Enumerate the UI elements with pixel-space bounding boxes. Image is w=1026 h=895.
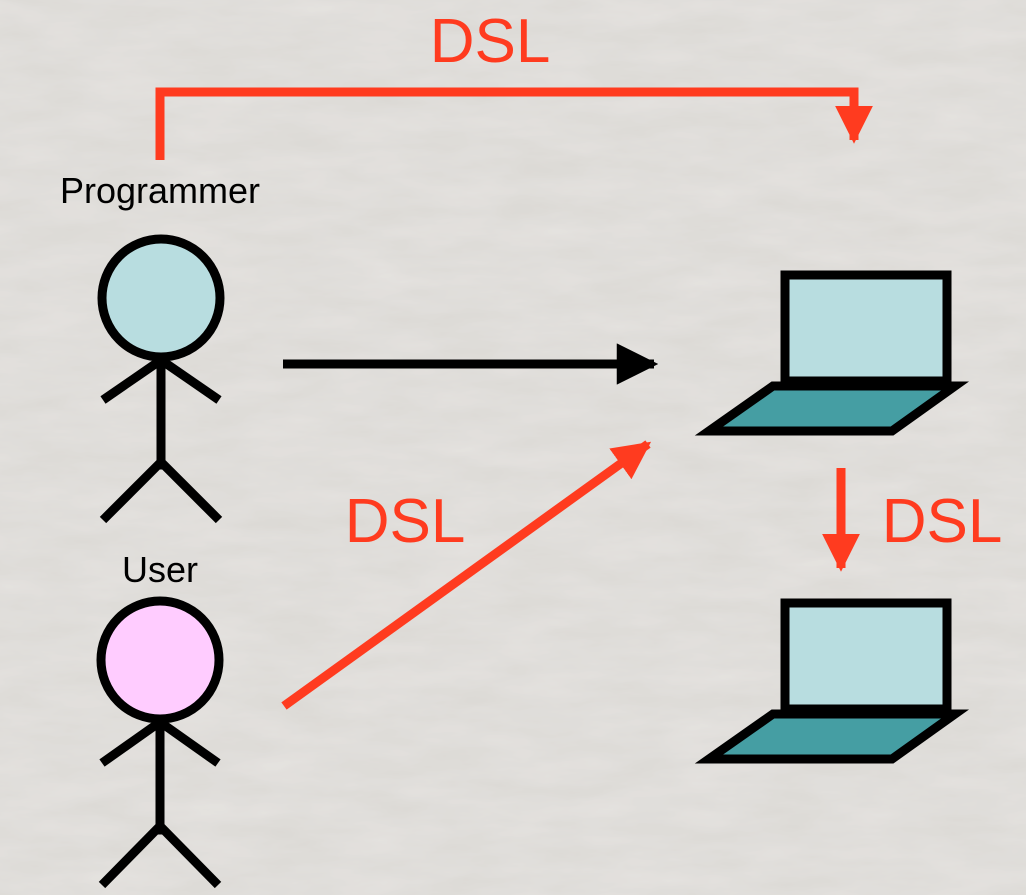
programmer-to-laptop-dsl-arrow (155, 87, 873, 160)
laptop-top-icon (694, 270, 970, 436)
user-figure-icon (96, 596, 224, 889)
dsl-middle-label: DSL (345, 487, 466, 556)
dsl-top-label: DSL (430, 7, 551, 76)
user-to-laptop-dsl-arrow (281, 440, 652, 710)
programmer-head (97, 234, 225, 362)
user-label: User (122, 549, 198, 590)
laptop-bottom-icon (694, 598, 970, 764)
programmer-figure-icon (97, 234, 225, 524)
programmer-label: Programmer (60, 170, 260, 211)
user-head (96, 596, 224, 724)
dsl-right-label: DSL (882, 487, 1003, 556)
